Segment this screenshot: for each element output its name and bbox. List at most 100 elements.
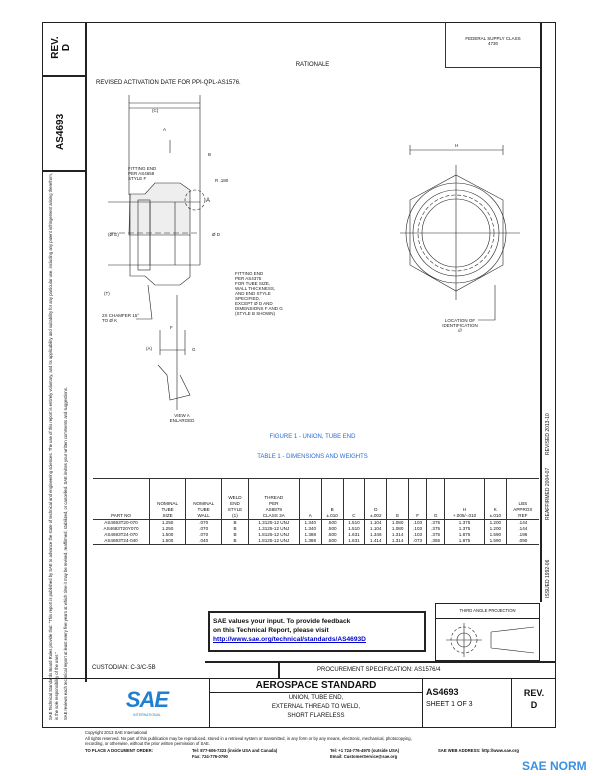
note-line: FOR TUBE SIZE, xyxy=(235,281,270,286)
rationale-title: RATIONALE xyxy=(295,62,330,68)
rev-value: D xyxy=(61,43,72,52)
table-cell: .375 xyxy=(426,519,445,526)
dim-a: A xyxy=(163,127,166,132)
table-cell: .500 xyxy=(320,526,344,532)
issued-date: ISSUED 1992-06 xyxy=(545,559,551,598)
table-cell: 1.414 xyxy=(364,538,387,545)
table-cell: 1.3125-12 UNJ xyxy=(247,519,300,526)
note-line: DIMENSIONS F AND G xyxy=(235,306,283,311)
fax: Fax: 724-776-0790 xyxy=(192,754,228,759)
table-cell: .070 xyxy=(185,519,222,526)
table-cell: 1.388 xyxy=(298,538,322,545)
table-cell: 1.250 xyxy=(149,519,186,526)
header-line: B xyxy=(330,507,334,512)
table-cell: .196 xyxy=(505,532,539,538)
header-line: F xyxy=(416,513,419,518)
column-header: F xyxy=(408,478,427,520)
table-cell: .073 xyxy=(408,538,427,545)
divider xyxy=(42,75,85,77)
watermark: SAE NORM xyxy=(522,759,587,773)
procurement-spec: PROCUREMENT SPECIFICATION: AS1576/4 xyxy=(317,667,441,673)
figure-caption: FIGURE 1 - UNION, TUBE END xyxy=(269,434,356,440)
header-line: +.005/-.010 xyxy=(452,513,477,518)
table-cell: AS4693T24-070 xyxy=(104,532,138,537)
logo-subtext: INTERNATIONAL xyxy=(133,713,161,717)
note-line: LOCATION OF xyxy=(445,318,475,323)
table-cell: B xyxy=(221,519,249,526)
end-view xyxy=(400,145,520,321)
dim-g: G xyxy=(192,347,196,352)
standard-type: AEROSPACE STANDARD xyxy=(210,679,422,693)
table-cell: .375 xyxy=(426,532,445,538)
feedback-link[interactable]: http://www.sae.org/technical/standards/A… xyxy=(213,636,366,643)
table-cell: 1.8125-12 UNJ xyxy=(247,538,300,545)
table-cell: .355 xyxy=(426,538,445,545)
feedback-box: SAE values your input. To provide feedba… xyxy=(208,611,426,652)
table-title: TABLE 1 - DIMENSIONS AND WEIGHTS xyxy=(257,454,368,460)
tel-intl: Tel: +1 724-776-4970 (outside USA) xyxy=(330,748,400,753)
divider xyxy=(85,22,87,682)
rationale-text: REVISED ACTIVATION DATE FOR PPI-QPL-AS15… xyxy=(96,80,241,86)
column-header: C xyxy=(342,478,365,520)
header-line: SIZE xyxy=(162,513,173,518)
table-cell: 1.200 xyxy=(483,519,507,526)
rights: All rights reserved. No part of this pub… xyxy=(85,735,412,741)
header-line: LBS xyxy=(518,501,528,506)
dim-r: R .180 xyxy=(215,178,229,183)
table-cell: 1.080 xyxy=(386,519,409,526)
header-line: END xyxy=(230,501,240,506)
note-line: FITTING END xyxy=(235,271,264,276)
column-header: D±.002 xyxy=(364,478,387,520)
table-cell: 1.631 xyxy=(342,532,365,538)
view-a-marker: A xyxy=(206,198,210,204)
note-line: VIEW A xyxy=(174,413,190,418)
header-line: H xyxy=(462,507,467,512)
rights: recording, or otherwise, without the pri… xyxy=(85,741,210,746)
feedback-line: SAE values your input. To provide feedba… xyxy=(213,618,351,625)
side-doc-number: AS4693 xyxy=(55,113,66,150)
table-cell: B xyxy=(221,538,249,545)
table-cell: 1.590 xyxy=(483,532,507,538)
dim-c: (C) xyxy=(152,108,159,113)
table-cell: 1.500 xyxy=(149,532,186,538)
header-line: THREAD xyxy=(264,495,284,500)
reaffirmed-date: REAFFIRMED 2004-07 xyxy=(545,467,551,520)
projection-symbol-icon xyxy=(446,623,535,657)
table-cell: .070 xyxy=(185,532,222,538)
rev-cell: REV.D xyxy=(512,679,556,728)
title-cell: AEROSPACE STANDARD UNION, TUBE END,EXTER… xyxy=(210,679,423,728)
note-line: FITTING END xyxy=(128,166,157,171)
rev-label: REV. xyxy=(523,688,545,698)
divider xyxy=(42,170,85,172)
header-line: NOMINAL xyxy=(193,501,215,506)
custodian: CUSTODIAN: C-3/C-5B xyxy=(92,665,156,671)
note-line: STYLE F xyxy=(128,176,147,181)
order-contacts: Tel: 877-606-7323 (inside USA and Canada… xyxy=(192,748,277,760)
table-cell: .103 xyxy=(408,519,427,526)
order-label: TO PLACE A DOCUMENT ORDER: xyxy=(85,748,154,753)
table-cell: .103 xyxy=(408,532,427,538)
doc-number: AS4693 xyxy=(426,687,459,697)
note-line: 2X CHAMFER 15° xyxy=(102,313,139,318)
table-cell: 1.314 xyxy=(386,538,409,545)
sae-logo: SAE INTERNATIONAL xyxy=(85,679,210,728)
table-cell: .144 xyxy=(505,519,539,526)
table-cell: 1.104 xyxy=(364,519,387,526)
table-cell: 1.340 xyxy=(298,519,322,526)
divider xyxy=(205,661,556,663)
header-line: TUBE xyxy=(197,507,210,512)
table-cell: 1.340 xyxy=(298,526,322,532)
table-cell: 1.200 xyxy=(483,526,507,532)
table-cell: B xyxy=(221,532,249,538)
chamfer-note: 2X CHAMFER 15°TO Ø K xyxy=(102,313,139,323)
email: Email: CustomerService@sae.org xyxy=(330,754,398,759)
copyright: Copyright 2013 SAE International xyxy=(85,730,148,735)
